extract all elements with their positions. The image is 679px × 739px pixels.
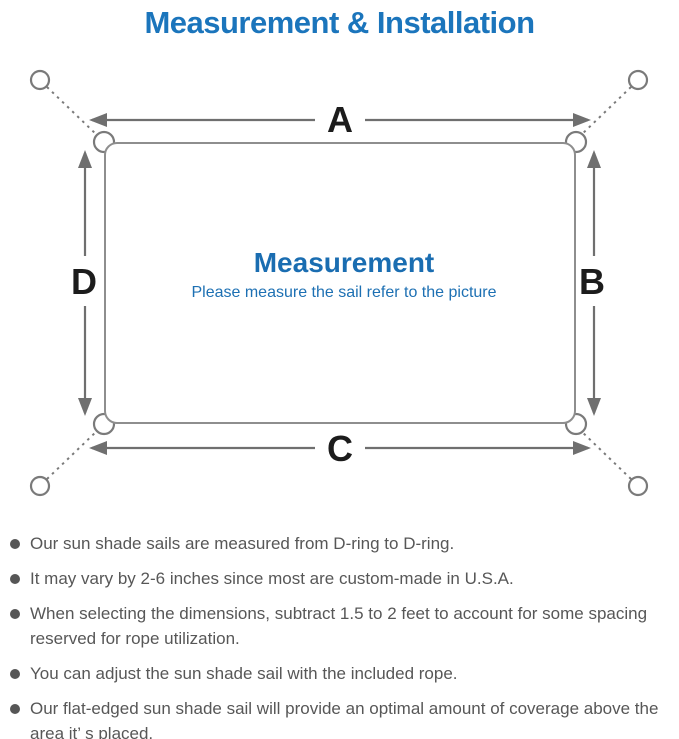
anchor-ring-bottom-left [29, 475, 51, 497]
sail-measurement-svg: A C D B Measurement Please measure the s… [29, 69, 649, 497]
note-item: You can adjust the sun shade sail with t… [10, 661, 673, 686]
label-side-d: D [71, 261, 97, 302]
bullet-icon [10, 574, 20, 584]
dashed-tether-bottom-left [46, 428, 100, 480]
note-text: It may vary by 2-6 inches since most are… [30, 569, 514, 588]
note-item: Our flat-edged sun shade sail will provi… [10, 696, 673, 739]
note-item: Our sun shade sails are measured from D-… [10, 531, 673, 556]
measurement-diagram: A C D B Measurement Please measure the s… [0, 45, 679, 523]
note-text: Our sun shade sails are measured from D-… [30, 534, 455, 553]
note-item: It may vary by 2-6 inches since most are… [10, 566, 673, 591]
label-side-a: A [327, 99, 353, 140]
bullet-icon [10, 669, 20, 679]
note-item: When selecting the dimensions, subtract … [10, 601, 673, 651]
anchor-ring-top-right [627, 69, 649, 91]
note-text: Our flat-edged sun shade sail will provi… [30, 699, 659, 739]
dashed-tether-top-right [578, 86, 632, 138]
label-side-c: C [327, 428, 353, 469]
dashed-tether-bottom-right [578, 428, 632, 480]
bullet-icon [10, 609, 20, 619]
diagram-center-subtitle: Please measure the sail refer to the pic… [191, 284, 496, 301]
diagram-center-title: Measurement [254, 247, 435, 278]
bullet-icon [10, 704, 20, 714]
measurement-notes-list: Our sun shade sails are measured from D-… [0, 523, 679, 739]
anchor-ring-top-left [29, 69, 51, 91]
page-title: Measurement & Installation [144, 5, 535, 40]
label-side-b: B [579, 261, 605, 302]
dashed-tether-top-left [46, 86, 100, 138]
note-text: When selecting the dimensions, subtract … [30, 604, 648, 648]
sail-rectangle [104, 142, 576, 424]
bullet-icon [10, 539, 20, 549]
note-text: You can adjust the sun shade sail with t… [30, 664, 458, 683]
anchor-ring-bottom-right [627, 475, 649, 497]
